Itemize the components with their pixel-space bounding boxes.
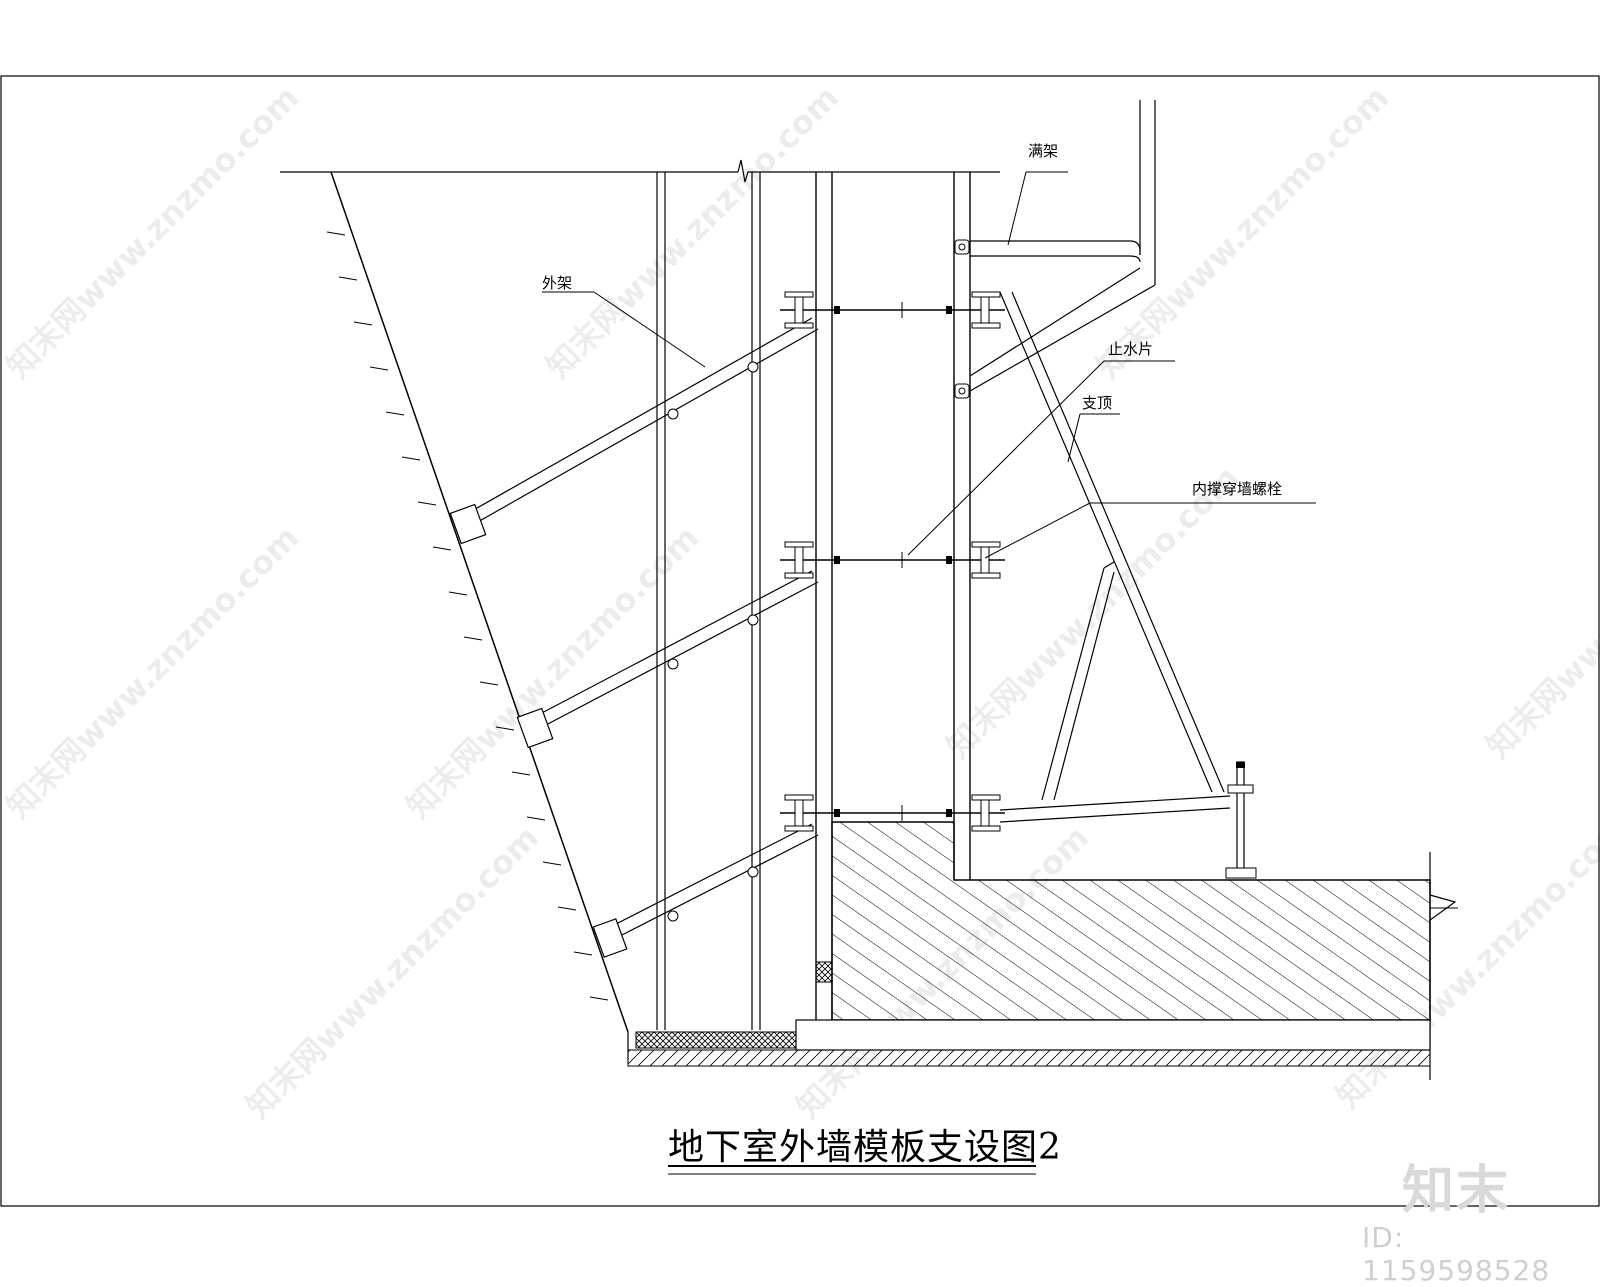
label-scaffold: 满架 [1028, 142, 1058, 160]
cushion-layer [627, 1019, 1431, 1067]
label-tie-bolt: 内撑穿墙螺栓 [1192, 480, 1282, 498]
leader-scaffold [1007, 171, 1027, 246]
label-water-stop: 止水片 [1108, 340, 1153, 358]
drawing-border [0, 75, 1600, 1207]
leader-brace [1067, 413, 1081, 463]
slope-brace [516, 570, 819, 749]
watermark-text: 知末网www.znzmo.com [1479, 458, 1600, 765]
brand-logo: 知末 [1402, 1161, 1511, 1221]
tie-bolt [780, 794, 1005, 832]
excavation-slope [326, 171, 629, 1060]
inner-formwork [953, 172, 971, 880]
leader-water-stop [907, 360, 1105, 556]
leader-outer-frame [593, 291, 706, 368]
tie-bolt [780, 291, 1005, 329]
outer-scaffold [656, 172, 761, 1030]
label-brace: 支顶 [1082, 394, 1112, 412]
watermark-text: 知末网www.znzmo.com [239, 818, 546, 1125]
watermark-text: 知末网www.znzmo.com [0, 518, 306, 825]
tie-bolt [780, 541, 1005, 579]
upper-scaffold [969, 100, 1156, 392]
drawing-title: 地下室外墙模板支设图2 [668, 1127, 1062, 1168]
leader-tie-bolt [984, 502, 1091, 559]
slope-brace [449, 317, 819, 545]
watermark-text: 知末网www.znzmo.com [0, 78, 306, 385]
outer-formwork [815, 172, 833, 1020]
watermark-text: 知末网www.znzmo.com [399, 518, 706, 825]
slope-brace [592, 823, 819, 958]
inner-raking-shore [999, 291, 1257, 879]
image-id: ID: 1159598528 [1362, 1221, 1551, 1287]
label-outer-frame: 外架 [542, 274, 572, 292]
